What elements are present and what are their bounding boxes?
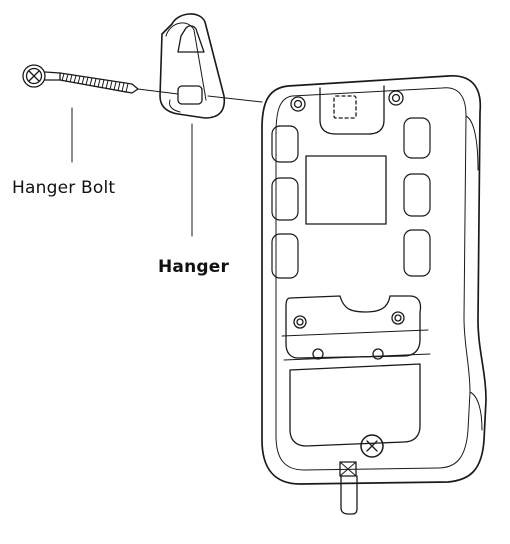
bolt-head: [23, 65, 45, 87]
connector-mark: [340, 462, 356, 476]
case-inner-rim: [276, 88, 470, 470]
hanger-bolt: [23, 65, 138, 93]
clip-right-screw-center: [395, 315, 401, 321]
bolt-thread-tick: [102, 80, 104, 88]
bolt-thread-tick: [78, 76, 80, 84]
battery-door-seam: [284, 354, 430, 360]
bottom-strap: [341, 476, 357, 514]
hanger-edge: [166, 23, 206, 100]
case-outline: [262, 76, 486, 484]
bolt-head-rim: [27, 69, 42, 84]
bolt-neck: [45, 72, 60, 80]
hanger-body: [160, 14, 224, 118]
clip-left-screw-center: [297, 319, 303, 325]
top-right-screw: [389, 91, 403, 105]
bolt-thread-tick: [74, 75, 76, 82]
hanger-triangle-hole: [178, 26, 204, 52]
bolt-thread-tick: [126, 83, 128, 92]
top-mount-slot: [334, 96, 356, 118]
bottom-screw-slot: [367, 441, 377, 451]
grip-pad-left-2: [272, 178, 298, 220]
clip-recess: [286, 296, 421, 358]
label-panel: [306, 156, 386, 224]
grip-pad-right-1: [404, 118, 430, 158]
clip-left-screw: [294, 316, 306, 328]
grip-pad-right-2: [404, 174, 430, 216]
clip-hole-right: [373, 349, 383, 359]
top-right-screw-center: [393, 95, 400, 102]
bolt-to-hanger-line: [138, 89, 178, 94]
bolt-threads: [62, 74, 128, 93]
grip-pad-right-3: [404, 230, 430, 276]
hanger-slot: [178, 86, 202, 104]
top-mount-recess: [320, 86, 384, 134]
hanger-lower-lip: [169, 100, 180, 112]
hanger-bolt-label: Hanger Bolt: [12, 178, 116, 198]
bolt-thread-tick: [110, 81, 112, 89]
bolt-thread-tick: [122, 83, 124, 92]
bolt-thread-tick: [118, 82, 120, 91]
bolt-thread-tick: [86, 77, 88, 85]
bottom-connector: [340, 462, 356, 476]
top-left-screw: [291, 97, 305, 111]
hanger-label: Hanger: [158, 257, 230, 277]
bolt-thread-tick: [90, 78, 92, 86]
hanger-to-case-line: [208, 96, 262, 102]
bolt-thread-tick: [62, 74, 64, 81]
bolt-thread-tick: [98, 79, 100, 87]
grip-pads: [272, 118, 430, 278]
instrument-case: [262, 76, 486, 514]
bolt-thread-tick: [66, 74, 68, 81]
bolt-thread-tick: [114, 82, 116, 91]
grip-pad-left-1: [272, 126, 298, 162]
clip-right-screw: [392, 312, 404, 324]
clip-divider: [282, 330, 428, 336]
bolt-thread-tick: [82, 77, 84, 85]
bolt-thread-tick: [94, 79, 96, 87]
grip-pad-left-3: [272, 234, 298, 278]
top-left-screw-center: [295, 101, 302, 108]
hanger-bracket: [160, 14, 224, 118]
bolt-thread-tick: [70, 75, 72, 82]
case-side-edge: [466, 116, 482, 430]
battery-door: [290, 364, 420, 446]
bolt-drive-slot: [29, 71, 39, 81]
bottom-screw: [361, 435, 383, 457]
bolt-thread-tick: [106, 80, 108, 88]
alignment-lines: [72, 89, 262, 236]
